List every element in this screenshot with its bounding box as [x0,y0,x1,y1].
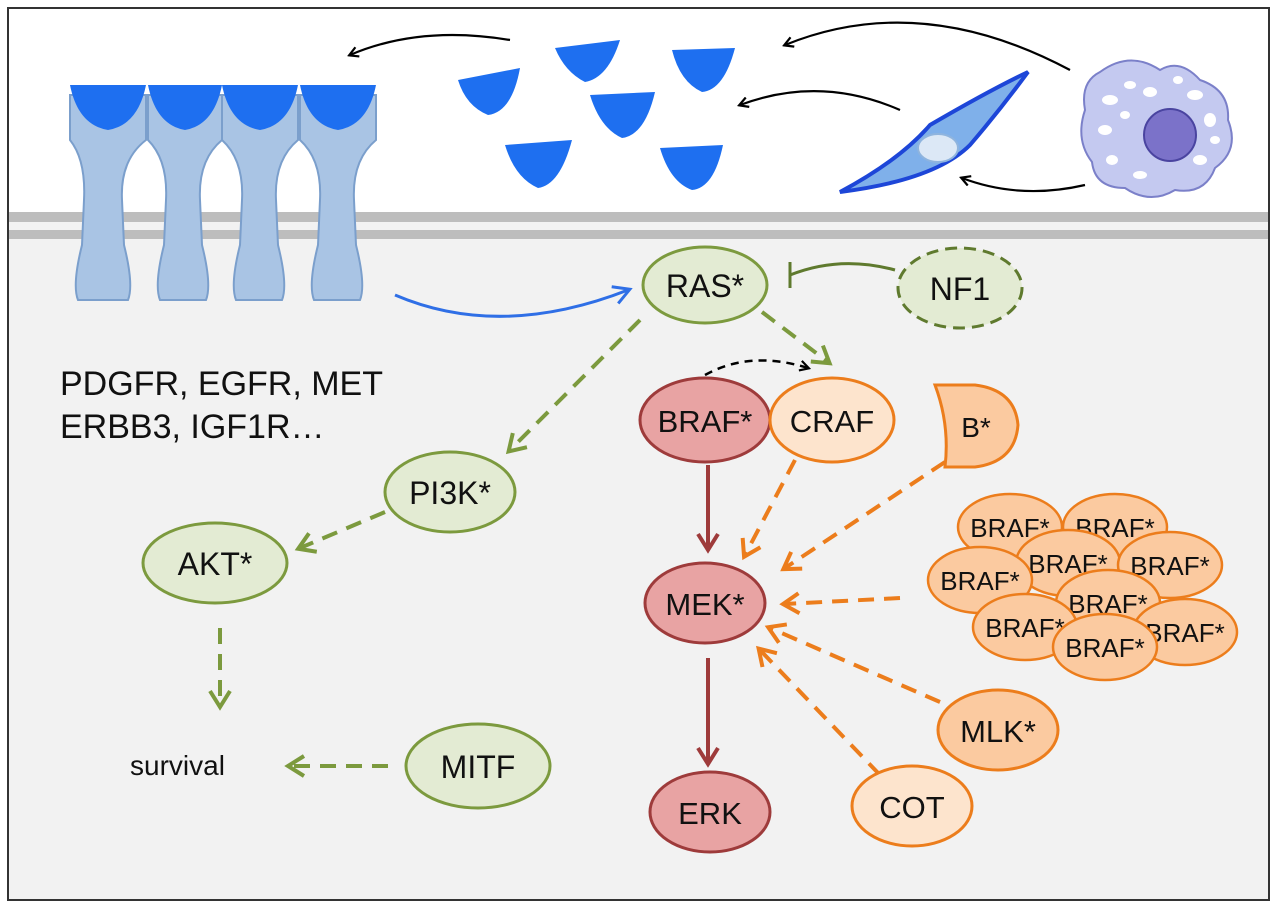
braf-cluster-item: BRAF* [1051,612,1159,682]
svg-text:BRAF*: BRAF* [1145,618,1224,648]
cot-label: COT [879,790,945,825]
arrow-pi3k-to-akt [294,510,386,554]
fibroblast-icon [839,70,1030,194]
akt-label: AKT* [178,546,253,582]
free-ligands [458,40,735,190]
mek-node: MEK* [643,561,767,645]
braf-node: BRAF* [638,376,772,464]
mitf-label: MITF [441,749,516,785]
receptor-label-line2: ERBB3, IGF1R… [60,408,325,446]
arrow-ras-to-pi3k [505,318,642,455]
akt-node: AKT* [141,521,289,605]
braf-cluster-item: BRAF* [971,592,1079,662]
craf-node: CRAF [768,376,896,464]
arrow-macrophage-to-fibroblast [962,178,1086,193]
arrow-craf-to-mek [740,459,797,561]
membrane-inner [8,230,1269,239]
arrow-macrophage-to-ligands [785,21,1071,71]
b-truncated-node: B* [932,383,1020,469]
inhibition-nf1-ras [789,262,896,277]
mlk-node: MLK* [936,688,1060,772]
cot-node: COT [850,764,974,848]
arrow-fibroblast-to-ligands [740,90,901,112]
receptor-1 [69,85,147,301]
mitf-node: MITF [404,722,552,810]
arrow-ras-to-craf [760,310,833,366]
ligand-icon [555,40,620,82]
mlk-label: MLK* [960,714,1036,749]
nucleus [1143,108,1197,162]
svg-text:BRAF*: BRAF* [1130,551,1209,581]
nf1-label: NF1 [930,271,990,307]
svg-text:BRAF*: BRAF* [1065,633,1144,663]
ras-node: RAS* [641,245,769,325]
receptor-4 [299,85,377,301]
membrane-outer [8,212,1269,222]
ligand-icon [505,140,572,188]
ligand-icon [660,145,723,190]
ligand-icon [458,68,520,115]
arrow-cot-to-mek [756,645,882,777]
braf-cluster: BRAF* BRAF* BRAF* BRAF* BRAF* BRAF* BRAF… [926,492,1239,682]
membrane-gap [8,222,1269,230]
arrow-mlk-to-mek [764,622,941,704]
bound-ligand-icon [70,85,146,130]
ras-label: RAS* [666,268,744,304]
erk-node: ERK [648,770,772,854]
pi3k-label: PI3K* [409,475,491,511]
receptor-2 [147,85,223,301]
braf-cluster-item: BRAF* [1131,597,1239,667]
macrophage-icon [1080,59,1233,198]
arrow-btrunc-to-mek [780,460,947,572]
nf1-node: NF1 [896,246,1024,330]
ligand-icon [672,48,735,92]
erk-label: ERK [678,796,742,831]
survival-label: survival [130,750,225,781]
diagram-frame [7,7,1270,901]
bound-ligand-icon [222,85,298,130]
arrow-receptors-to-ras [394,285,633,318]
receptor-label-line1: PDGFR, EGFR, MET [60,365,383,403]
pi3k-node: PI3K* [383,450,517,534]
receptor-group [69,85,377,301]
craf-label: CRAF [790,404,874,439]
arrow-ligands-to-receptors [350,33,511,55]
mek-label: MEK* [665,587,744,622]
b-truncated-label: B* [961,412,991,443]
svg-text:BRAF*: BRAF* [940,566,1019,596]
bound-ligand-icon [300,85,376,130]
braf-label: BRAF* [658,404,753,439]
receptor-3 [221,85,299,301]
arrow-brafcluster-to-mek [779,591,901,616]
bound-ligand-icon [148,85,222,130]
svg-text:BRAF*: BRAF* [985,613,1064,643]
ligand-icon [590,92,655,138]
